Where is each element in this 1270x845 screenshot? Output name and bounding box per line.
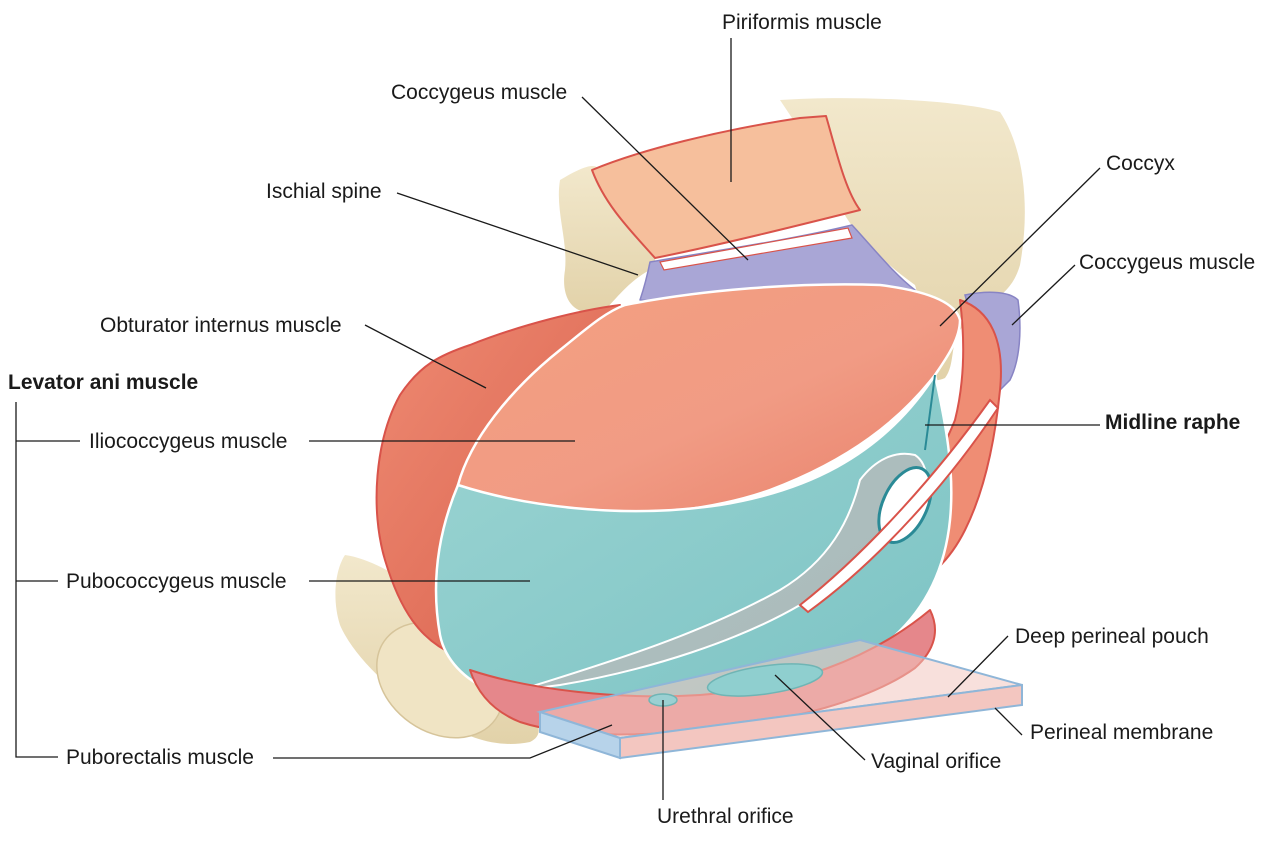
- leader-deep-perineal-pouch: [947, 635, 1009, 698]
- perineal-membrane-side: [619, 683, 1023, 760]
- piriformis-muscle-shape: [591, 115, 861, 259]
- leader-obturator: [364, 324, 487, 389]
- label-midline-raphe: Midline raphe: [1105, 411, 1240, 434]
- leader-coccygeus-right: [1011, 264, 1076, 326]
- label-iliococcygeus: Iliococcygeus muscle: [89, 430, 287, 453]
- ischial-bone: [558, 165, 656, 313]
- labels: Piriformis muscle Coccygeus muscle Ischi…: [8, 11, 1255, 828]
- leader-puborectalis: [273, 724, 613, 759]
- leader-coccygeus-top: [581, 96, 749, 261]
- label-piriformis: Piriformis muscle: [722, 11, 882, 34]
- label-coccyx: Coccyx: [1106, 152, 1175, 175]
- leader-vaginal-orifice: [774, 674, 866, 761]
- label-coccygeus-top: Coccygeus muscle: [391, 81, 567, 104]
- label-vaginal-orifice: Vaginal orifice: [871, 750, 1001, 773]
- label-ischial-spine: Ischial spine: [266, 180, 382, 203]
- label-coccygeus-right: Coccygeus muscle: [1079, 251, 1255, 274]
- label-deep-perineal-pouch: Deep perineal pouch: [1015, 625, 1209, 648]
- label-obturator-internus: Obturator internus muscle: [100, 314, 342, 337]
- pubococcygeus-muscle-shape: [434, 373, 953, 709]
- label-perineal-membrane: Perineal membrane: [1030, 721, 1213, 744]
- puborectalis-right-edge: [798, 398, 1000, 614]
- vaginal-orifice-shape: [706, 663, 824, 697]
- midline-raphe-line: [924, 374, 936, 451]
- iliococcygeus-muscle-shape: [456, 283, 962, 517]
- label-pubococcygeus: Pubococcygeus muscle: [66, 570, 287, 593]
- levator-ani-bracket: [15, 402, 58, 758]
- label-levator-ani: Levator ani muscle: [8, 371, 198, 394]
- leader-lines: [15, 38, 1101, 800]
- leader-coccyx: [939, 167, 1101, 327]
- label-puborectalis: Puborectalis muscle: [66, 746, 254, 769]
- leader-ischial-spine: [396, 192, 639, 276]
- leader-perineal-membrane: [994, 707, 1023, 736]
- label-urethral-orifice: Urethral orifice: [657, 805, 794, 828]
- sacrospinous-ligament: [659, 227, 853, 271]
- perineal-membrane-block: [536, 638, 1023, 760]
